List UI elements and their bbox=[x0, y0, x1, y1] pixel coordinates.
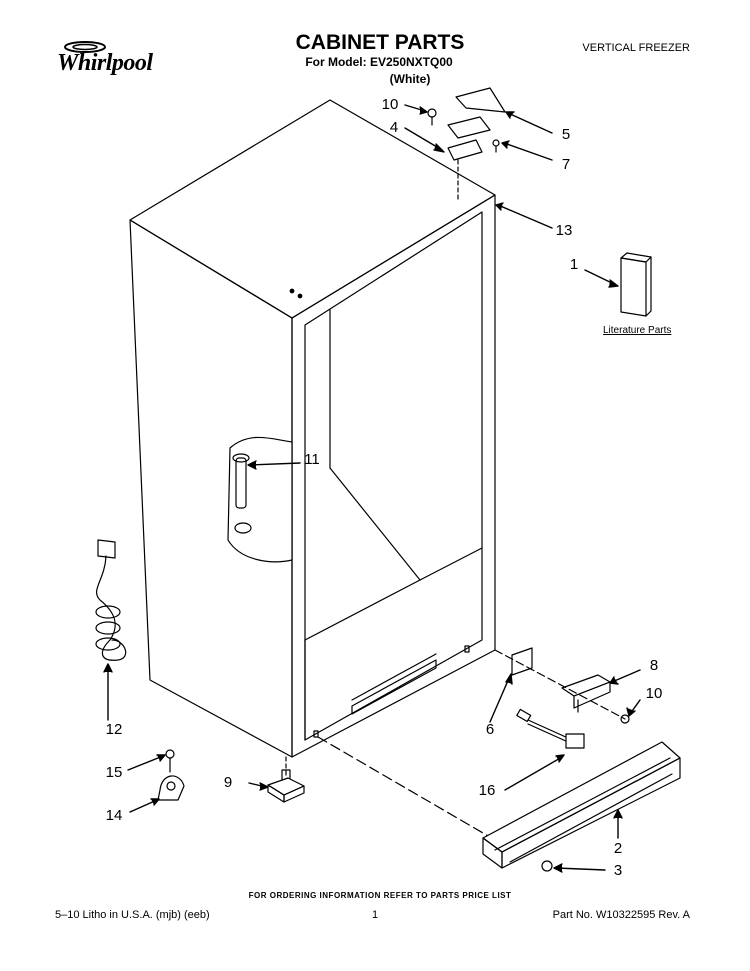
part-number: Part No. W10322595 Rev. A bbox=[552, 909, 690, 921]
callout-13: 13 bbox=[555, 222, 573, 239]
callout-2: 2 bbox=[613, 840, 623, 857]
product-category: VERTICAL FREEZER bbox=[582, 42, 690, 54]
callout-8: 8 bbox=[649, 657, 659, 674]
page-number: 1 bbox=[372, 909, 379, 921]
callout-4: 4 bbox=[389, 119, 399, 136]
model-line: For Model: EV250NXTQ00 bbox=[305, 55, 453, 69]
callout-7: 7 bbox=[561, 156, 571, 173]
literature-booklet bbox=[620, 252, 652, 317]
power-cord bbox=[95, 539, 127, 661]
cord-clamp bbox=[157, 749, 185, 801]
brand-logo-text: Whirlpool bbox=[57, 50, 153, 76]
clamp-screw-shape bbox=[165, 749, 175, 759]
color-note: (White) bbox=[389, 72, 431, 86]
toe-grille bbox=[482, 741, 681, 872]
cabinet-body bbox=[129, 99, 496, 758]
whirlpool-logo: Whirlpool bbox=[55, 38, 173, 82]
callout-1: 1 bbox=[569, 256, 579, 273]
callout-15: 15 bbox=[105, 764, 123, 781]
lower-shim-shape bbox=[511, 647, 533, 676]
wire-harness bbox=[516, 708, 585, 749]
callout-9: 9 bbox=[223, 774, 233, 791]
literature-parts-label: Literature Parts bbox=[603, 325, 672, 336]
lower-hinge-assembly bbox=[317, 647, 630, 841]
drain-tube-shape bbox=[235, 457, 247, 509]
cutaway-section bbox=[227, 436, 293, 563]
callout-16: 16 bbox=[478, 782, 496, 799]
callout-5: 5 bbox=[561, 126, 571, 143]
ordering-note: FOR ORDERING INFORMATION REFER TO PARTS … bbox=[248, 891, 512, 900]
callout-10-bottom: 10 bbox=[645, 685, 663, 702]
callout-6: 6 bbox=[485, 721, 495, 738]
litho-info: 5–10 Litho in U.S.A. (mjb) (eeb) bbox=[55, 909, 210, 921]
callout-12: 12 bbox=[105, 721, 123, 738]
page-title: CABINET PARTS bbox=[295, 31, 465, 54]
shim-shape bbox=[447, 139, 483, 161]
top-hinge-assembly bbox=[427, 87, 506, 201]
leveling-leg bbox=[267, 756, 305, 803]
whirlpool-swirl-icon bbox=[64, 41, 106, 53]
leader-lines bbox=[103, 104, 641, 873]
callout-3: 3 bbox=[613, 862, 623, 879]
callout-10-top: 10 bbox=[381, 96, 399, 113]
hinge-cover-shape bbox=[455, 87, 506, 113]
grille-screw-shape bbox=[541, 860, 553, 872]
lower-hinge-shape bbox=[561, 674, 611, 697]
callout-14: 14 bbox=[105, 807, 123, 824]
hinge-plate-shape bbox=[447, 116, 491, 139]
callout-11: 11 bbox=[304, 451, 320, 468]
hinge-pin-shape bbox=[492, 139, 500, 147]
hinge-screw-shape bbox=[427, 108, 437, 118]
